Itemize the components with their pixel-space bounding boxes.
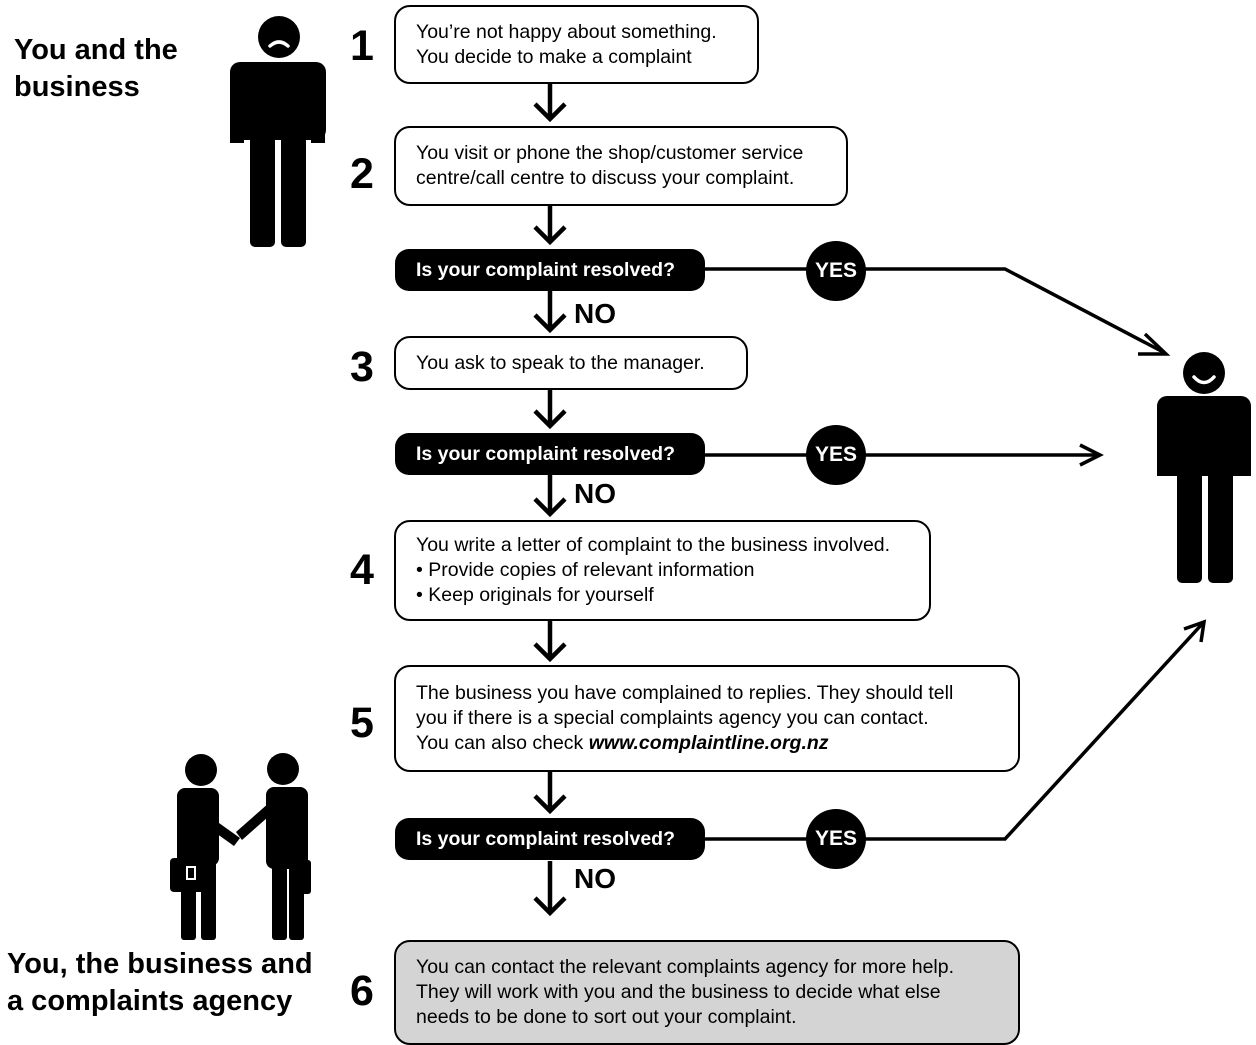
down-arrow-icon [533,475,567,518]
arrow-head-icon [1138,332,1171,356]
handshake-people-icon [170,753,311,940]
step-text-line: You decide to make a complaint [416,45,692,68]
step-number-4: 4 [350,546,374,594]
decision-question-3: Is your complaint resolved? [395,818,705,860]
step-text-fragment: You can also check [416,732,589,754]
step-box-6: You can contact the relevant complaints … [394,940,1020,1045]
step-text-line: • Provide copies of relevant information [416,559,755,581]
happy-person-icon [1157,352,1251,583]
down-arrow-icon [533,771,567,815]
down-arrow-icon [533,291,567,334]
down-arrow-icon [533,861,567,917]
step-number-1: 1 [350,22,374,70]
step-text-line: They will work with you and the business… [416,981,941,1003]
step-text-line: You visit or phone the shop/customer ser… [416,142,804,164]
complaintline-url: www.complaintline.org.nz [588,732,829,754]
step-box-3: You ask to speak to the manager. [394,336,748,390]
section-title-line: You and the [14,34,178,66]
step-box-4: You write a letter of complaint to the b… [394,520,931,621]
arrow-head-icon [1183,619,1207,643]
down-arrow-icon [533,389,567,430]
no-label-3: NO [574,863,616,894]
yes-badge-2: YES [806,425,866,485]
step-number-6: 6 [350,967,374,1015]
yes-badge-1: YES [806,241,866,301]
section-title-you-and-business: You and the business [14,32,178,106]
step-number-2: 2 [350,150,374,198]
sad-person-icon [230,16,326,247]
step-text-line: You ask to speak to the manager. [416,351,705,374]
step-text-line: needs to be done to sort out your compla… [416,1006,797,1028]
section-title-line: business [14,71,140,103]
no-label-2: NO [574,478,616,509]
step-text-line: centre/call centre to discuss your compl… [416,167,795,189]
step-box-2: You visit or phone the shop/customer ser… [394,126,848,206]
step-text-line: You can also check www.complaintline.org… [416,731,998,756]
decision-question-2: Is your complaint resolved? [395,433,705,475]
step-text-line: The business you have complained to repl… [416,682,954,704]
section-title-line: a complaints agency [7,985,293,1017]
down-arrow-icon [533,205,567,246]
arrow-head-icon [1079,443,1104,467]
step-text-line: • Keep originals for yourself [416,584,654,606]
step-number-3: 3 [350,343,374,391]
down-arrow-icon [533,82,567,123]
step-box-1: You’re not happy about something. You de… [394,5,759,84]
yes-connector-1 [704,267,1166,355]
section-title-agency: You, the business and a complaints agenc… [7,946,313,1020]
decision-question-1: Is your complaint resolved? [395,249,705,291]
yes-connector-3 [704,621,1205,841]
step-text-line: You can contact the relevant complaints … [416,956,955,978]
down-arrow-icon [533,620,567,663]
step-text-line: You write a letter of complaint to the b… [416,534,891,556]
step-text-line: you if there is a special complaints age… [416,707,929,729]
step-number-5: 5 [350,699,374,747]
step-box-5: The business you have complained to repl… [394,665,1020,772]
step-text-line: You’re not happy about something. [416,20,717,43]
yes-badge-3: YES [806,809,866,869]
section-title-line: You, the business and [7,948,313,980]
no-label-1: NO [574,298,616,329]
